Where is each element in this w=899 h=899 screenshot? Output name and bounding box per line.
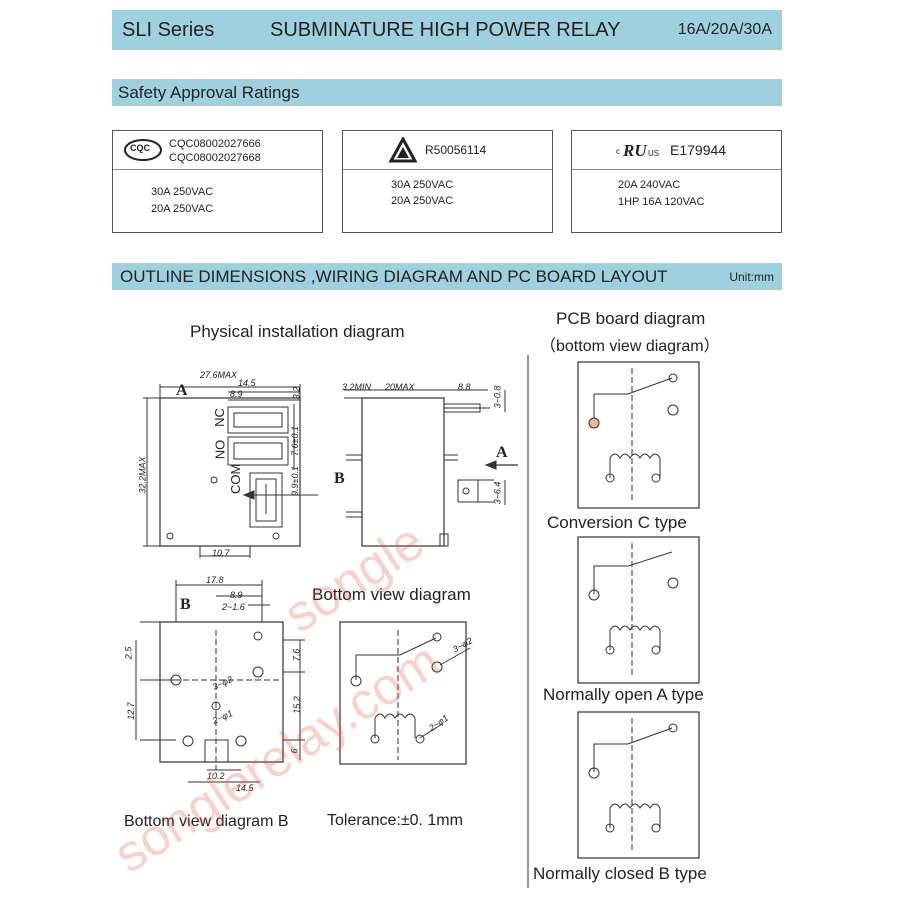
- dim-14-5: 14.5: [238, 378, 256, 388]
- cqc-code-1: CQC08002027666: [169, 138, 261, 150]
- pcb-conversion-c-drawing: [577, 361, 700, 509]
- label-b-bottom: B: [180, 596, 191, 613]
- outline-section-title: OUTLINE DIMENSIONS ,WIRING DIAGRAM AND P…: [112, 263, 782, 290]
- conversion-c-label: Conversion C type: [547, 513, 687, 532]
- cqc-certificate-box: CQC CQC08002027666 CQC08002027668 30A 25…: [112, 130, 323, 233]
- bottom-view-b-title: Bottom view diagram B: [124, 813, 289, 830]
- dim-10-2: 10.2: [207, 771, 225, 781]
- outline-title: OUTLINE DIMENSIONS ,WIRING DIAGRAM AND P…: [120, 266, 668, 286]
- cqc-logo-text: CQC: [130, 143, 150, 153]
- tuv-code: R50056114: [425, 143, 487, 157]
- ul-certificate-box: c RU US E179944 20A 240VAC 1HP 16A 120VA…: [571, 130, 782, 233]
- dim-27-6: 27.6MAX: [200, 370, 238, 380]
- bottom-view-pin-drawing: [339, 621, 471, 765]
- svg-text:RU: RU: [622, 141, 647, 160]
- arrow-b: [242, 490, 318, 500]
- ul-rating-1: 20A 240VAC: [618, 179, 681, 191]
- dim-2-5: 2.5: [123, 646, 134, 660]
- cqc-box-header: [113, 131, 322, 170]
- label-a-side: A: [496, 444, 508, 461]
- normally-open-label: Normally open A type: [543, 685, 704, 704]
- series-name: SLI Series: [122, 18, 215, 41]
- product-title: SUBMINATURE HIGH POWER RELAY: [270, 18, 621, 41]
- bottom-view-b-drawing: [135, 580, 305, 783]
- dim-32-2: 32.2MAX: [137, 456, 148, 494]
- tuv-rating-1: 30A 250VAC: [391, 179, 454, 191]
- ul-box-header: [572, 131, 781, 170]
- label-a-front: A: [176, 382, 188, 399]
- terminal-no: NO: [212, 439, 228, 460]
- dim-12-7: 12.7: [125, 702, 136, 720]
- dim-3-2: 3.2: [291, 386, 302, 400]
- physical-diagram-title: Physical installation diagram: [190, 322, 405, 341]
- ul-mark-c: c: [616, 147, 620, 156]
- tuv-rating-2: 20A 250VAC: [391, 195, 454, 207]
- dim-7-6: 7.6±0.1: [289, 426, 300, 456]
- dim-10-7: 10.7: [212, 548, 230, 558]
- current-ratings: 16A/20A/30A: [677, 21, 772, 38]
- tuv-certificate-box: R50056114 30A 250VAC 20A 250VAC: [342, 130, 553, 233]
- pcb-title: PCB board diagram: [556, 309, 706, 328]
- cqc-rating-2: 20A 250VAC: [151, 203, 214, 215]
- relay-side-view: [344, 389, 518, 547]
- unit-label: Unit:mm: [729, 269, 774, 284]
- dim-9-9: 9.9±0.1: [289, 466, 300, 496]
- cqc-rating-1: 30A 250VAC: [151, 186, 214, 198]
- dim-3-0-8: 3~0.8: [492, 385, 503, 409]
- dim-3-6-4: 3~6.4: [492, 481, 503, 505]
- tuv-triangle-icon: [389, 137, 417, 163]
- tuv-box-header: [343, 131, 552, 170]
- relay-front-view: [143, 384, 301, 558]
- terminal-com: COM: [228, 463, 243, 494]
- safety-title: Safety Approval Ratings: [118, 82, 300, 102]
- dim-7-6-b: 7.6: [291, 648, 302, 662]
- dim-17-8: 17.8: [206, 575, 224, 585]
- pcb-normally-open-drawing: [577, 536, 700, 684]
- dim-2-1-6: 2~1.6: [222, 602, 245, 612]
- header-bar: SLI Series SUBMINATURE HIGH POWER RELAY …: [112, 10, 782, 50]
- pcb-subtitle: （bottom view diagram）: [540, 338, 720, 355]
- dim-8-8: 8.8: [458, 382, 471, 392]
- dim-8-9-b: 8.9: [230, 590, 243, 600]
- ul-rating-2: 1HP 16A 120VAC: [618, 196, 705, 208]
- ul-mark-us: US: [648, 149, 660, 158]
- pcb-normally-closed-drawing: [577, 711, 700, 859]
- cqc-code-2: CQC08002027668: [169, 152, 261, 164]
- dim-20-max: 20MAX: [385, 382, 415, 392]
- dim-3-2-min: 3.2MIN: [342, 382, 372, 392]
- cqc-logo-icon: [124, 139, 162, 161]
- bottom-view-title: Bottom view diagram: [312, 585, 471, 604]
- tolerance-label: Tolerance:±0. 1mm: [327, 812, 463, 829]
- dim-14-5-b: 14.5: [236, 783, 254, 793]
- normally-closed-label: Normally closed B type: [533, 864, 707, 883]
- ul-logo-icon: RU: [622, 141, 647, 160]
- label-b-arrow: B: [334, 470, 345, 487]
- terminal-nc: NC: [211, 408, 227, 427]
- ul-code: E179944: [670, 142, 727, 158]
- safety-section-title: Safety Approval Ratings: [112, 79, 782, 106]
- dim-8-9: 8.9: [230, 389, 243, 399]
